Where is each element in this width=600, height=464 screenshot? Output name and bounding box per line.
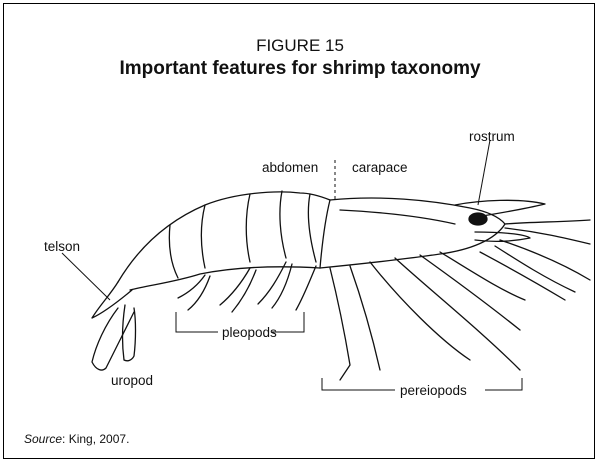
- source-prefix: Source: [24, 432, 62, 446]
- pereiopod: [395, 258, 520, 370]
- pleopod: [188, 276, 210, 310]
- telson-leader: [62, 253, 110, 300]
- shrimp-body-outline: [118, 192, 330, 282]
- pleopod: [296, 266, 316, 310]
- antenna: [505, 228, 590, 244]
- rostrum-shape: [455, 200, 545, 218]
- antenna: [500, 240, 590, 280]
- pereiopod: [350, 266, 380, 370]
- pereiopod: [330, 268, 350, 380]
- label-pereiopods: pereiopods: [400, 383, 467, 398]
- telson-shape: [92, 282, 132, 318]
- abdominal-segment: [308, 194, 316, 262]
- label-uropod: uropod: [111, 373, 153, 388]
- antenna: [505, 220, 590, 224]
- abdominal-segment: [246, 194, 250, 262]
- eye-shape: [469, 213, 487, 225]
- label-pleopods: pleopods: [222, 325, 277, 340]
- abdominal-segment: [201, 205, 205, 268]
- label-rostrum: rostrum: [469, 129, 515, 144]
- abdominal-segment: [169, 225, 178, 278]
- pleopod: [232, 270, 256, 312]
- source-note: Source: King, 2007.: [24, 432, 129, 446]
- pleopod: [258, 262, 286, 304]
- label-telson: telson: [44, 239, 80, 254]
- abdomen-lower-outline: [130, 267, 320, 290]
- source-text: : King, 2007.: [62, 432, 129, 446]
- label-carapace: carapace: [352, 160, 408, 175]
- abdominal-segment: [280, 191, 286, 258]
- pereiopod: [440, 252, 525, 300]
- rostrum-leader: [478, 140, 490, 205]
- label-abdomen: abdomen: [262, 160, 318, 175]
- carapace-groove: [340, 210, 455, 224]
- antennal-scale: [475, 232, 530, 241]
- carapace-line: [320, 200, 330, 268]
- carapace-outline: [320, 198, 505, 268]
- pleopod: [220, 268, 250, 305]
- antenna: [480, 252, 565, 300]
